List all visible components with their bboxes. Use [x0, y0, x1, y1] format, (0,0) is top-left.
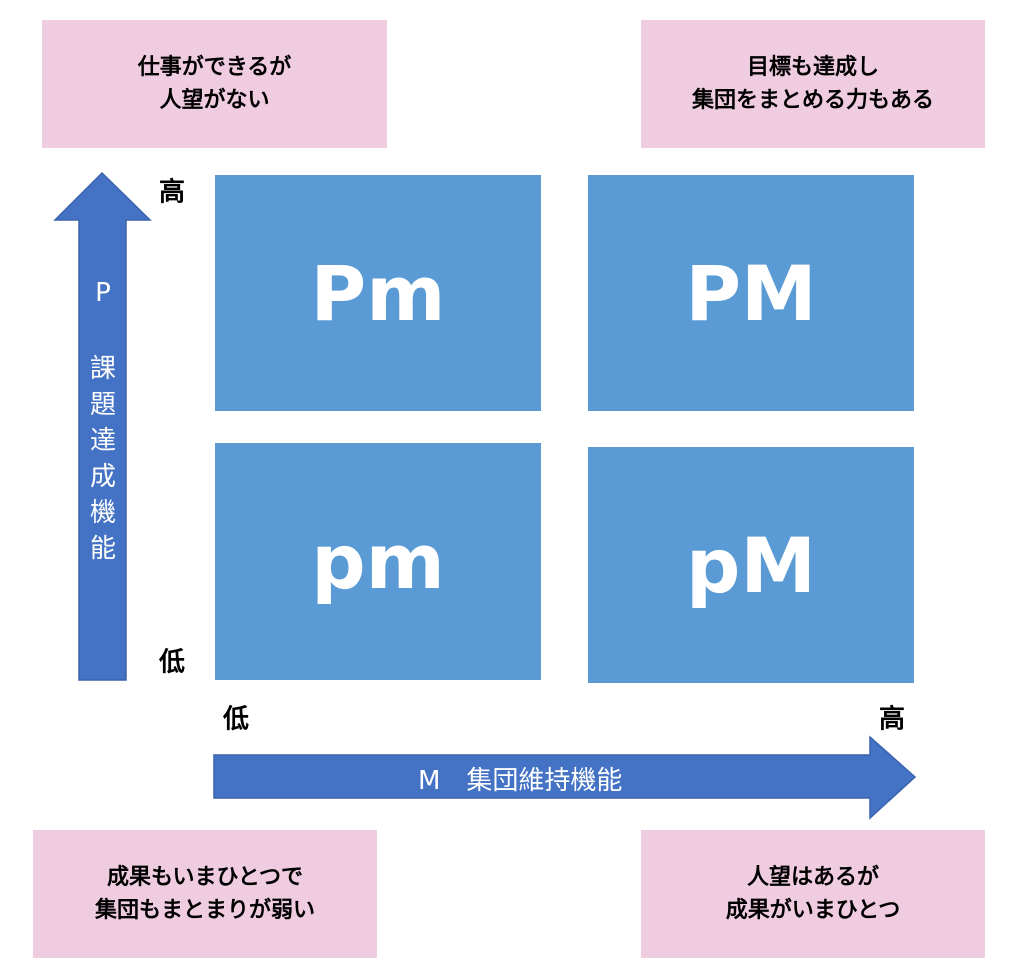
note-top-right: 目標も達成し 集団をまとめる力もある [641, 20, 985, 148]
quadrant-PM: PM [588, 175, 914, 411]
x-axis-arrow [213, 735, 917, 820]
note-line: 集団をまとめる力もある [691, 88, 934, 113]
note-line: 成果がいまひとつ [725, 898, 901, 923]
quadrant-pm: pm [215, 443, 541, 680]
x-axis-high: 高 [878, 704, 906, 735]
quadrant-Pm: Pm [215, 175, 541, 411]
y-axis-low: 低 [158, 647, 186, 678]
y-axis-char: 題 [89, 390, 117, 420]
note-top-left: 仕事ができるが 人望がない [42, 20, 387, 148]
note-line: 集団もまとまりが弱い [94, 898, 315, 923]
note-line: 成果もいまひとつで [106, 865, 304, 890]
note-bottom-left: 成果もいまひとつで 集団もまとまりが弱い [33, 830, 377, 958]
y-axis-char: 課 [89, 354, 117, 384]
y-axis-letter: P [95, 278, 111, 308]
y-axis-arrow [53, 171, 152, 681]
y-axis-char: 成 [89, 462, 117, 492]
note-line: 目標も達成し [746, 55, 879, 80]
y-axis-high: 高 [158, 177, 186, 208]
y-axis-char: 機 [89, 498, 117, 528]
quadrant-pM: pM [588, 447, 914, 683]
y-axis-label: P 課 題 達 成 機 能 [90, 275, 116, 567]
note-line: 人望はあるが [746, 865, 879, 890]
note-line: 仕事ができるが [137, 55, 292, 80]
x-axis-label: M 集団維持機能 [418, 766, 623, 796]
x-axis-low: 低 [222, 704, 250, 735]
note-line: 人望がない [159, 88, 270, 113]
note-bottom-right: 人望はあるが 成果がいまひとつ [641, 830, 985, 958]
y-axis-char: 能 [89, 534, 117, 564]
y-axis-char: 達 [89, 426, 117, 456]
